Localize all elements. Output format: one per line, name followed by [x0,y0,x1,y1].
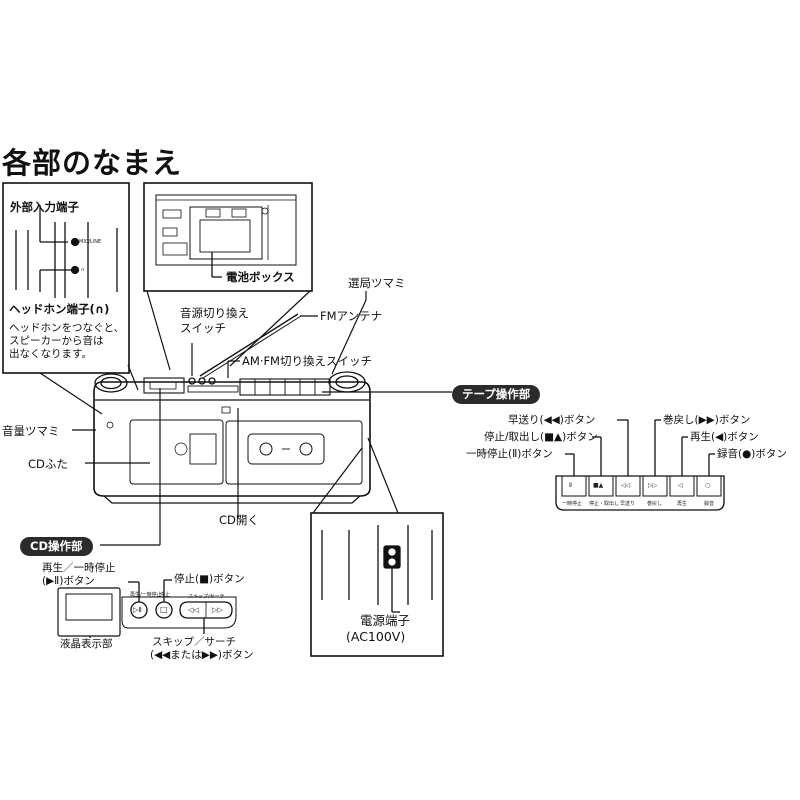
label-lcd: 液晶表示部 [60,638,113,650]
label-power-terminal-1: 電源端子 [360,613,411,628]
label-source-switch-1: 音源切り換え [180,306,249,320]
label-source-switch-2: スイッチ [180,321,226,335]
battery-inset [143,182,313,292]
tape-panel [555,419,725,511]
tape-section-heading: テープ操作部 [452,385,541,404]
label-play: 再生(◀)ボタン [690,431,759,443]
label-play-pause-1: 再生／一時停止 [42,562,116,574]
tape-pause-icon: Ⅱ [569,482,572,489]
label-tuning-knob: 選局ツマミ [348,276,406,290]
label-volume-knob: 音量ツマミ [2,424,60,438]
cd-next-icon: ▷▷ [212,606,223,614]
tape-stop-eject-icon: ■▲ [593,482,604,489]
label-battery-box: 電池ボックス [226,270,295,284]
radio-body [93,313,371,504]
jack-inset [2,182,130,374]
label-headphone-note-2: スピーカーから音は [9,335,104,347]
tape-record-icon: ○ [705,482,711,489]
label-headphone-note-1: ヘッドホンをつなぐと、 [9,322,125,334]
cd-prev-icon: ◁◁ [188,606,199,614]
power-inset [310,512,444,657]
tape-rewind-icon: ▷▷ [648,482,658,489]
label-fast-forward: 早送り(◀◀)ボタン [508,414,596,426]
label-skip-search-2: (◀◀または▶▶)ボタン [150,649,254,661]
cd-skip-caption: スキップ/サーチ [188,594,225,600]
tape-pause-caption: 一時停止 [562,501,583,507]
label-jack-mic: MIC/LINE [79,239,102,245]
label-cd-lid: CDふた [28,457,68,471]
label-fm-antenna: FMアンテナ [320,309,383,323]
label-record: 録音(●)ボタン [717,448,787,460]
page-title: 各部のなまえ [2,146,183,180]
tape-stop-eject-caption: 停止・取出し [589,501,620,507]
label-skip-search-1: スキップ／サーチ [152,636,236,648]
cd-section-heading: CD操作部 [20,537,93,556]
label-power-terminal-2: (AC100V) [346,629,406,644]
label-am-fm-switch: AM·FM切り換えスイッチ [242,354,372,368]
tape-play-icon: ◁ [678,482,683,489]
tape-fast-forward-caption: 早送り [620,501,636,507]
cd-panel [57,579,237,638]
tape-rewind-caption: 巻戻し [647,501,663,507]
label-play-pause-2: (▶Ⅱ)ボタン [42,575,95,587]
label-cd-open: CD開く [219,513,259,527]
label-jack-hp: ∩ [81,267,85,273]
label-stop-eject: 停止/取出し(■▲)ボタン [484,431,598,443]
cd-stop-icon: □ [160,605,168,614]
label-headphone-jack: ヘッドホン端子(∩) [9,302,110,316]
cd-play-pause-icon: ▷Ⅱ [133,606,142,614]
label-stop: 停止(■)ボタン [174,573,245,585]
label-rewind: 巻戻し(▶▶)ボタン [663,414,751,426]
tape-play-caption: 再生 [677,501,688,507]
leader-lines [39,290,452,546]
cd-play-pause-caption: 再生/一時停止 [130,592,162,598]
tape-record-caption: 録音 [704,501,715,507]
tape-fast-forward-icon: ◁◁ [621,482,631,489]
cd-stop-caption: 停止 [160,592,171,598]
label-pause: 一時停止(Ⅱ)ボタン [466,448,553,460]
label-external-input: 外部入力端子 [10,200,79,214]
label-headphone-note-3: 出なくなります。 [9,348,92,360]
